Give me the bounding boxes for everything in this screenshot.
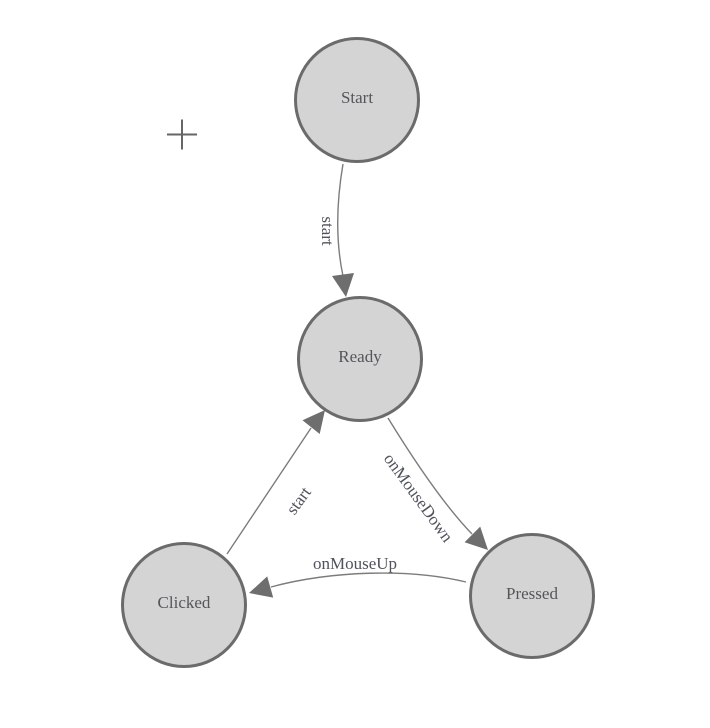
edge-ready-to-pressed[interactable]: [387, 417, 488, 550]
edge-line[interactable]: [270, 572, 467, 588]
state-node-ready[interactable]: Ready: [297, 296, 423, 422]
state-node-label: Pressed: [506, 584, 558, 603]
edge-clicked-to-ready[interactable]: [226, 410, 325, 555]
edge-start-to-ready[interactable]: [332, 163, 354, 297]
arrowhead-icon: [332, 273, 354, 297]
arrowhead-icon: [302, 410, 325, 434]
state-node-label: Ready: [338, 347, 382, 366]
crosshair-plus-icon: [167, 119, 197, 150]
state-node-clicked[interactable]: Clicked: [121, 542, 247, 668]
state-node-label: Clicked: [157, 593, 211, 612]
state-node-label: Start: [340, 88, 374, 107]
edge-pressed-to-clicked[interactable]: [249, 572, 467, 598]
state-node-start[interactable]: Start: [294, 37, 420, 163]
arrowhead-icon: [249, 576, 274, 598]
edge-line[interactable]: [337, 163, 344, 277]
edge-line[interactable]: [226, 427, 312, 555]
edge-label-onmouseup[interactable]: onMouseUp: [312, 554, 398, 573]
arrowhead-icon: [464, 526, 488, 550]
edge-label-start[interactable]: start: [318, 216, 337, 246]
edge-line[interactable]: [387, 417, 473, 535]
state-node-pressed[interactable]: Pressed: [469, 533, 595, 659]
